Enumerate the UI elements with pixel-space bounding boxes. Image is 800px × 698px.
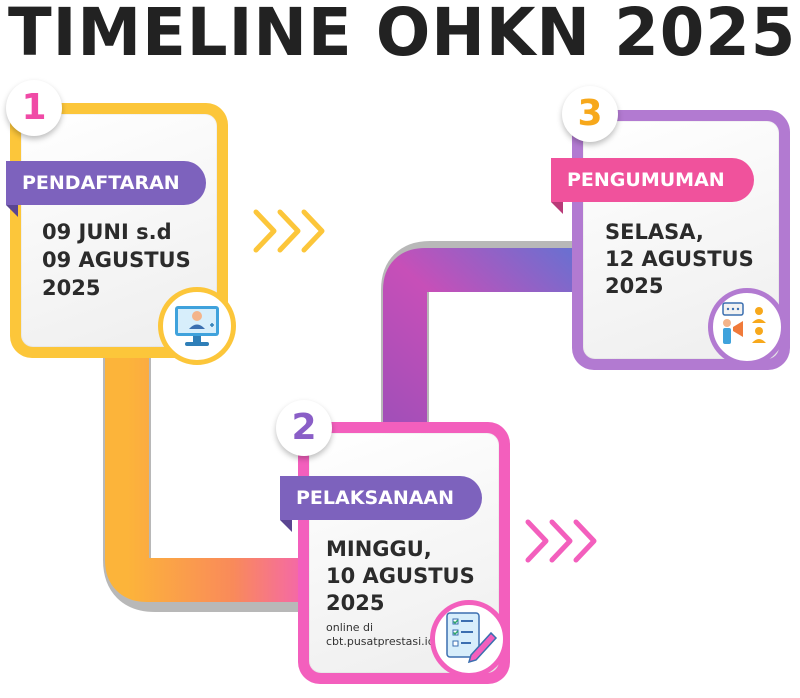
step-label: PENDAFTARAN — [6, 161, 206, 205]
step-date-line-2: 09 AGUSTUS — [42, 248, 191, 272]
step-number: 1 — [6, 80, 62, 136]
step-label: PENGUMUMAN — [551, 158, 754, 202]
step-icon-badge — [708, 288, 786, 366]
step-date-line-1: MINGGU, — [326, 537, 432, 561]
step-date-line-1: SELASA, — [605, 220, 704, 244]
step-icon-badge — [158, 287, 236, 365]
step-date-line-3: 2025 — [42, 276, 101, 300]
step-date-line-3: 2025 — [326, 591, 385, 615]
step-icon-badge — [430, 600, 508, 678]
ribbon-fold — [6, 205, 18, 217]
step-number: 3 — [562, 86, 618, 142]
ribbon-fold — [551, 202, 563, 214]
page-title: TIMELINE OHKN 2025 — [8, 0, 797, 71]
step-label: PELAKSANAAN — [280, 476, 482, 520]
connector-2-to-3 — [383, 248, 590, 430]
step-number: 2 — [276, 400, 332, 456]
step-date-line-2: 10 AGUSTUS — [326, 564, 475, 588]
chevrons-right-pink-icon — [525, 519, 597, 563]
step-note-line-2: cbt.pusatprestasi.id — [326, 635, 435, 648]
step-date-line-2: 12 AGUSTUS — [605, 247, 754, 271]
connector-1-to-2-shadow — [103, 350, 320, 612]
step-date-line-1: 09 JUNI s.d — [42, 220, 172, 244]
step-date-line-3: 2025 — [605, 274, 664, 298]
announcement-icon — [722, 302, 766, 344]
computer-user-icon — [175, 306, 219, 346]
step-note-line-1: online di — [326, 621, 374, 634]
ribbon-fold — [280, 520, 292, 532]
chevrons-right-yellow-icon — [253, 209, 325, 253]
connector-1-to-2 — [105, 350, 320, 602]
exam-checklist-icon — [446, 612, 498, 664]
